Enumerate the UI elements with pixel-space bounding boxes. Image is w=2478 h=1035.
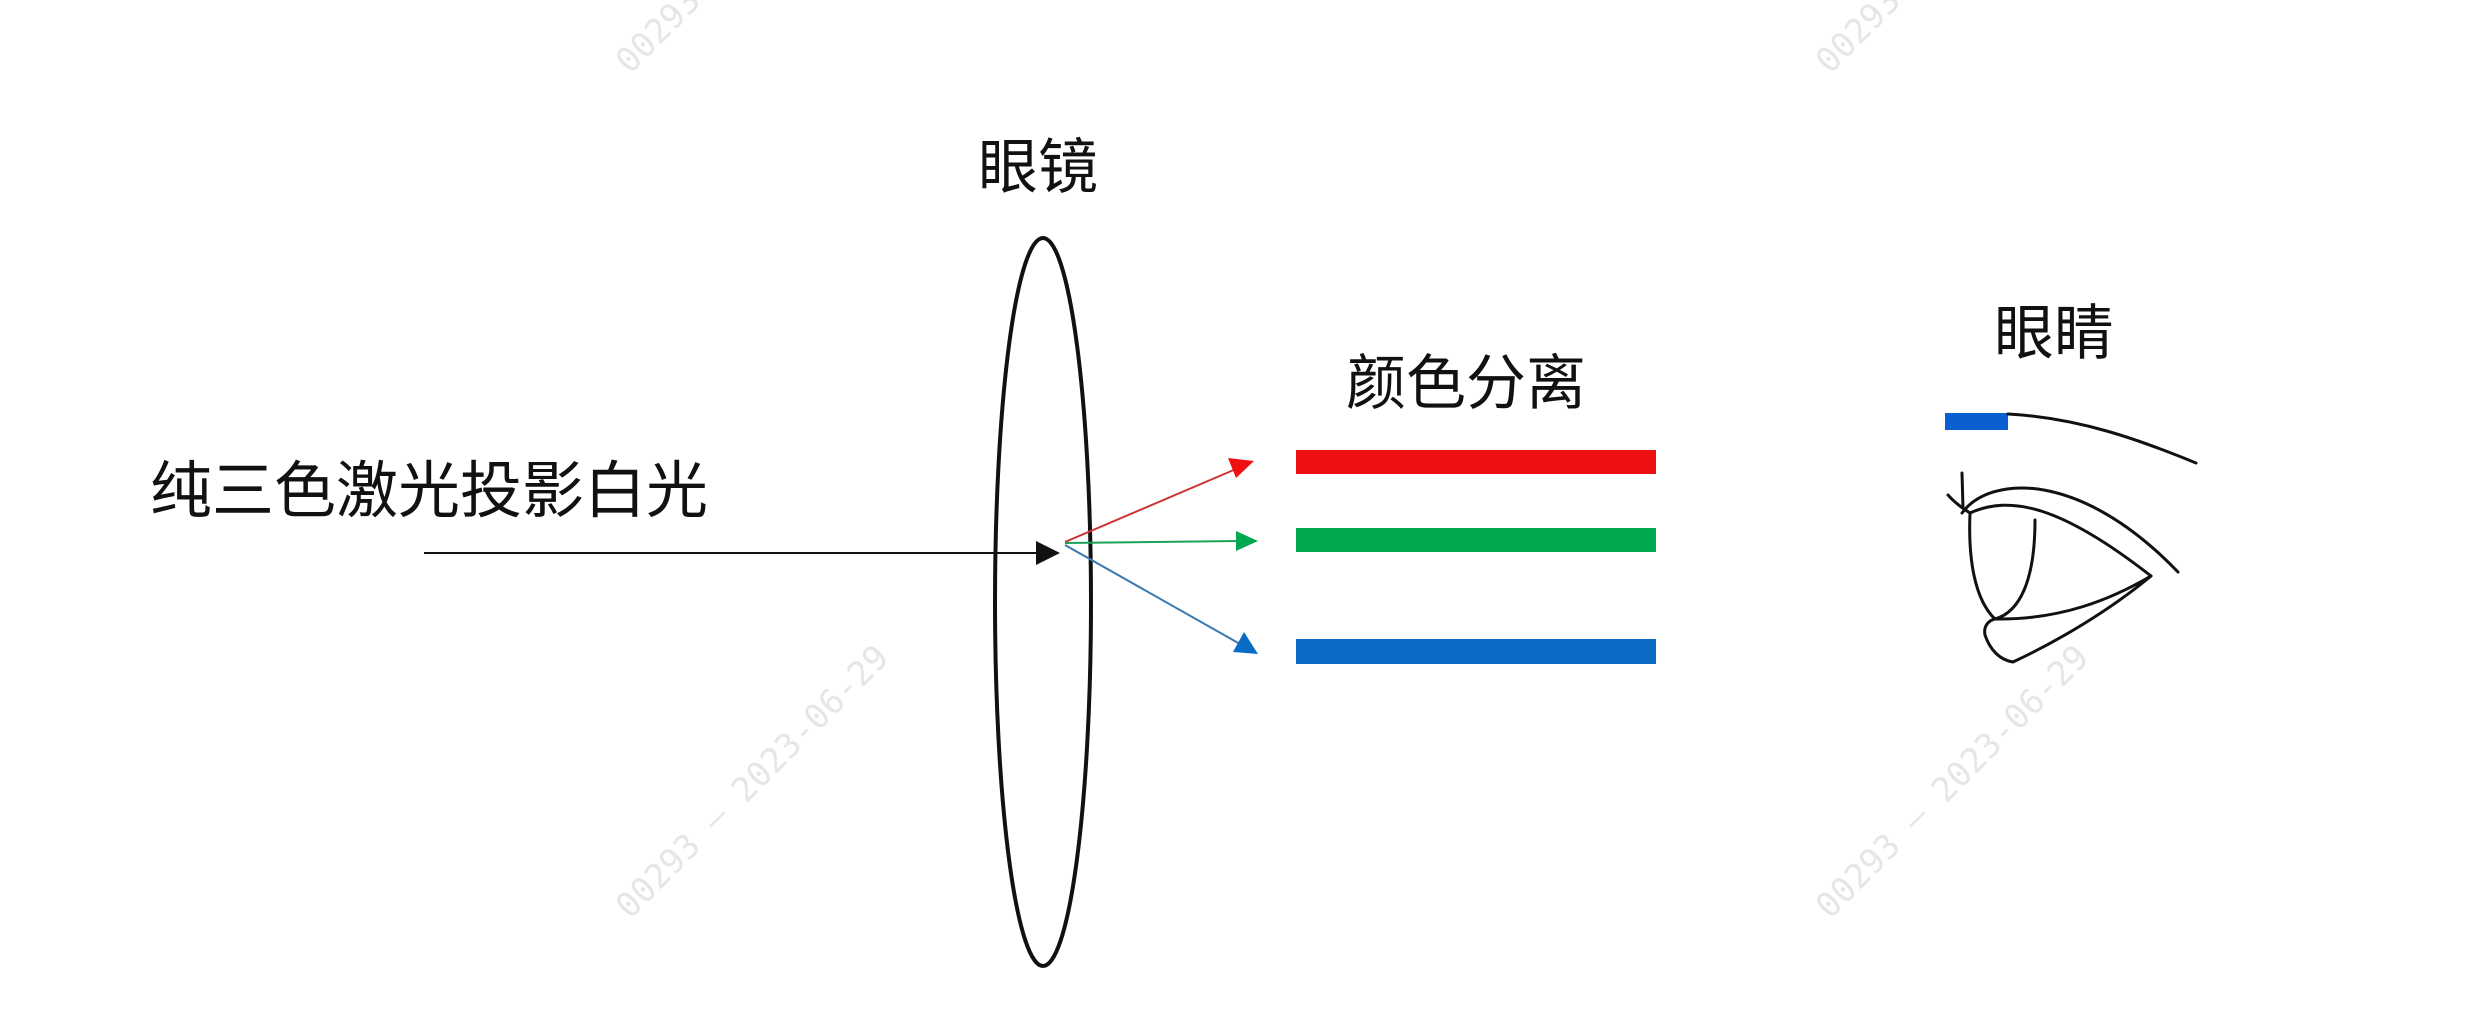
- eye-illustration: [1945, 412, 2198, 664]
- eyebrow-marker: [1945, 413, 2008, 430]
- red-arrowhead: [1228, 458, 1254, 478]
- upper-eyelid: [1968, 503, 2153, 578]
- watermark-bottom-left: 00293 — 2023-06-29: [608, 638, 897, 927]
- blue-arrowhead: [1233, 632, 1258, 654]
- brow-line: [2006, 412, 2198, 465]
- watermark-top-left: 00293: [608, 0, 709, 81]
- eye-label: 眼睛: [1994, 299, 2114, 369]
- upper-eyelid-fold: [1960, 486, 2180, 574]
- source-label: 纯三色激光投影白光: [150, 454, 708, 527]
- red-ray: [1064, 468, 1237, 543]
- green-bar: [1296, 528, 1656, 552]
- lens-label: 眼镜: [978, 133, 1098, 203]
- blue-bar: [1296, 639, 1656, 664]
- watermark-top-right: 00293: [1808, 0, 1909, 81]
- lower-lid-fold: [1983, 574, 2153, 664]
- lower-eyelid: [1968, 511, 2153, 621]
- white-light-arrowhead: [1036, 541, 1060, 565]
- lens-ellipse: [993, 236, 1093, 968]
- red-bar: [1296, 450, 1656, 474]
- iris: [1993, 518, 2037, 621]
- eyelashes: [1946, 471, 1972, 515]
- separation-label: 颜色分离: [1346, 349, 1586, 419]
- green-ray: [1064, 540, 1239, 544]
- watermark-bottom-right: 00293 — 2023-06-29: [1808, 638, 2097, 927]
- green-arrowhead: [1236, 531, 1258, 551]
- blue-ray: [1064, 544, 1241, 645]
